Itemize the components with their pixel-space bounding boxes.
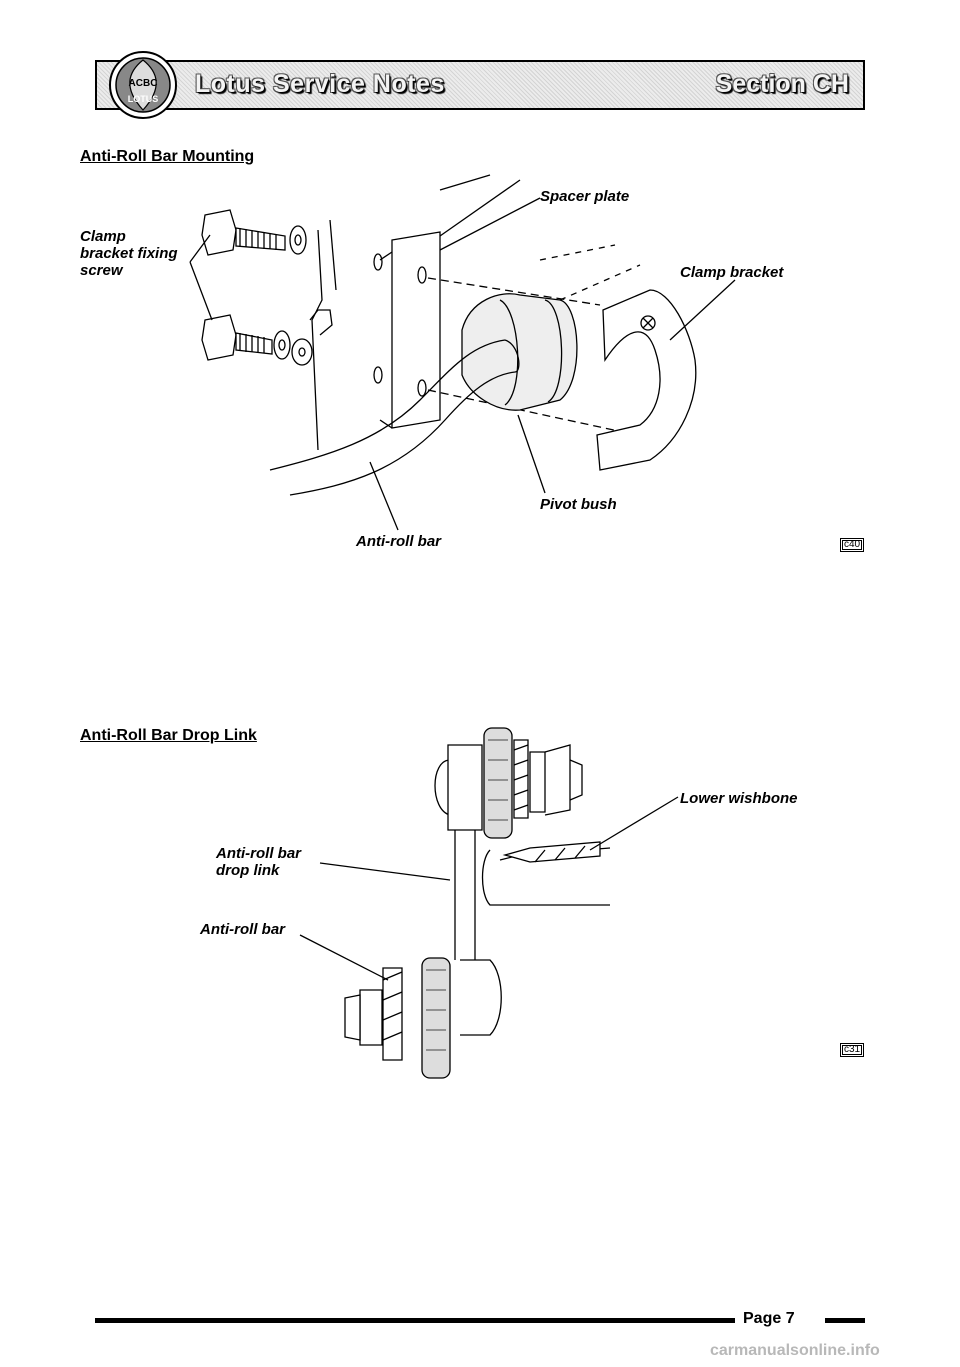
header-banner: Lotus Service Notes Section CH xyxy=(95,60,865,110)
watermark: carmanualsonline.info xyxy=(710,1342,880,1359)
label-anti-roll-bar: Anti-roll bar xyxy=(356,533,441,550)
label-anti-roll-bar-lower: Anti-roll bar xyxy=(200,921,285,938)
figure2-id-badge: c31 xyxy=(840,1043,864,1057)
label-pivot-bush: Pivot bush xyxy=(540,496,617,513)
lotus-logo-icon: ACBC LOTUS xyxy=(109,51,177,119)
label-lower-wishbone: Lower wishbone xyxy=(680,790,798,807)
header-title: Lotus Service Notes xyxy=(195,70,445,98)
page-number: Page 7 xyxy=(743,1310,795,1327)
label-anti-roll-bar-drop-link: Anti-roll bar drop link xyxy=(216,845,301,879)
figure1-heading: Anti-Roll Bar Mounting xyxy=(80,148,255,165)
header-section: Section CH xyxy=(715,70,849,98)
label-clamp-bracket: Clamp bracket xyxy=(680,264,784,281)
svg-text:ACBC: ACBC xyxy=(129,78,158,89)
figure1-id-badge: c40 xyxy=(840,538,864,552)
label-spacer-plate: Spacer plate xyxy=(540,188,630,205)
svg-text:LOTUS: LOTUS xyxy=(128,94,159,104)
footer-rule xyxy=(95,1318,735,1323)
label-clamp-bracket-fixing-screw: Clamp bracket fixing screw xyxy=(80,228,178,279)
footer-rule-right xyxy=(825,1318,865,1323)
figure2-heading: Anti-Roll Bar Drop Link xyxy=(80,727,257,744)
